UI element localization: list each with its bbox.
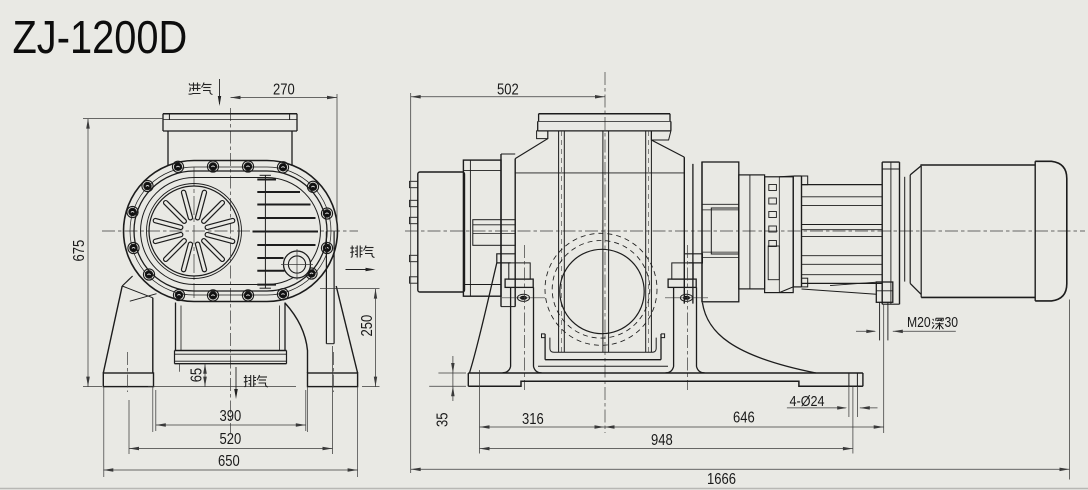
svg-text:675: 675	[71, 240, 88, 262]
svg-text:270: 270	[273, 82, 295, 99]
svg-text:650: 650	[218, 453, 240, 470]
svg-text:35: 35	[435, 412, 452, 427]
svg-text:30: 30	[945, 314, 959, 330]
svg-text:316: 316	[522, 411, 544, 428]
svg-text:646: 646	[733, 409, 755, 426]
svg-text:250: 250	[359, 315, 376, 337]
svg-text:520: 520	[220, 431, 242, 448]
svg-text:M20: M20	[907, 314, 931, 330]
svg-text:1666: 1666	[707, 471, 736, 488]
svg-text:502: 502	[497, 82, 519, 99]
svg-text:ZJ-1200D: ZJ-1200D	[13, 12, 188, 63]
svg-text:4-Ø24: 4-Ø24	[790, 392, 825, 409]
svg-text:390: 390	[220, 408, 242, 425]
svg-text:948: 948	[651, 432, 673, 449]
svg-text:65: 65	[189, 368, 206, 383]
